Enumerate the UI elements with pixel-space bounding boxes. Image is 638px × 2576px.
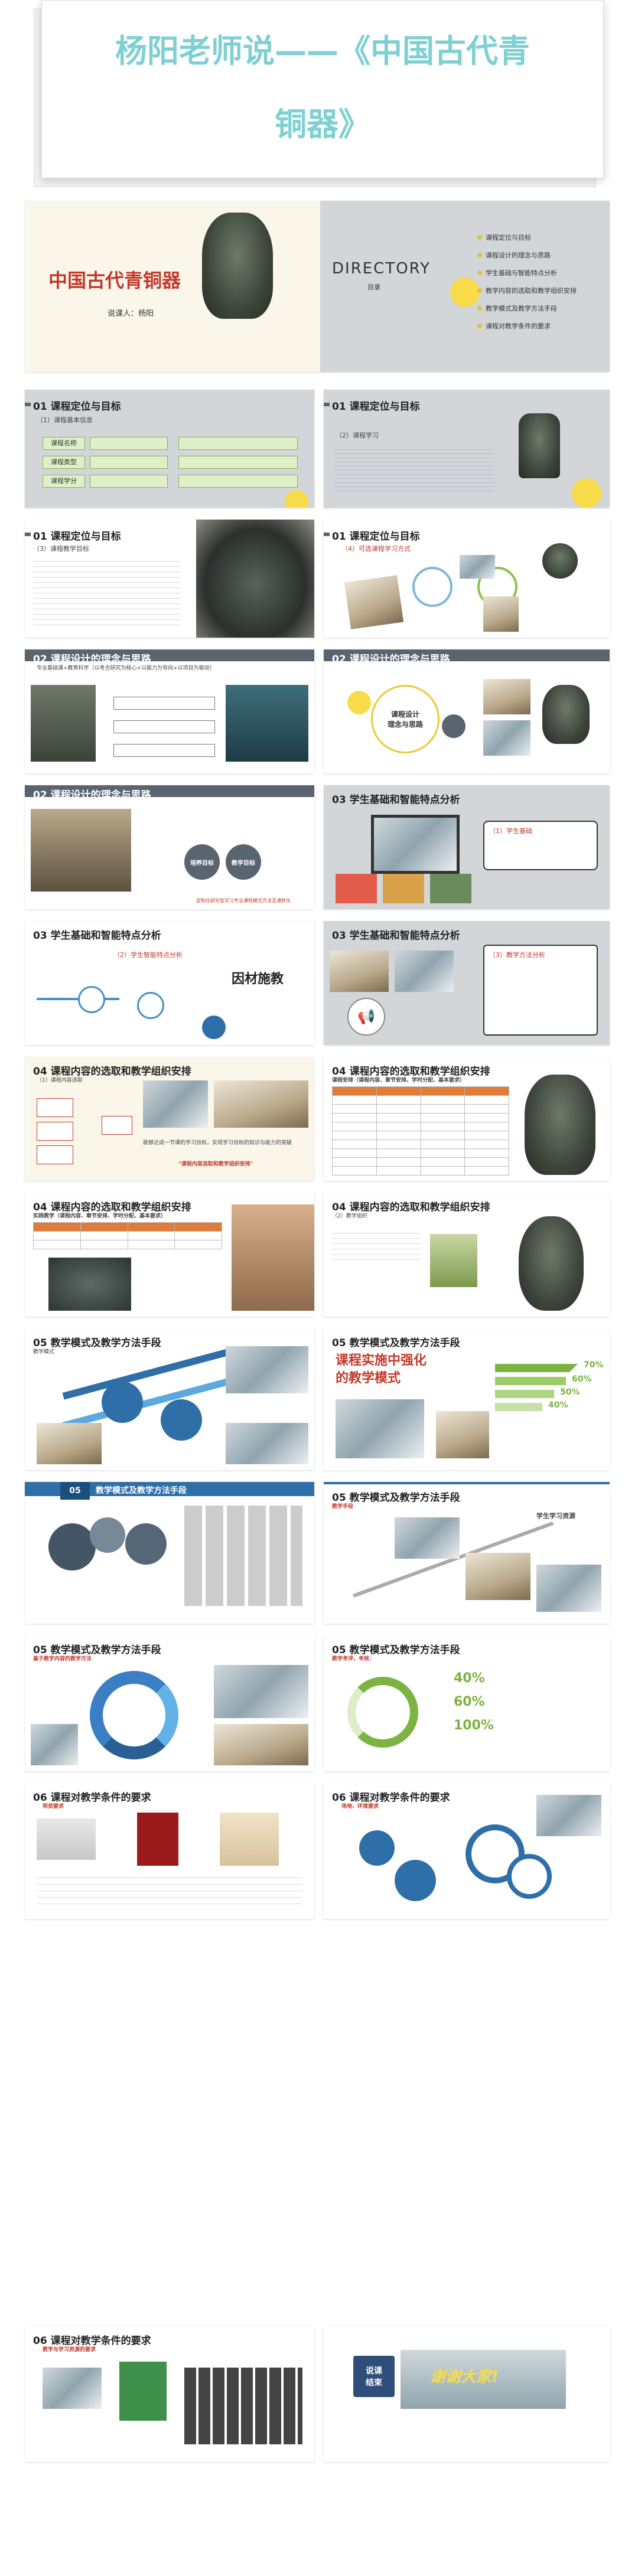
slide-03b: 03 学生基础和智能特点分析 （2）学生智能特点分析 因材施教 [25, 921, 314, 1045]
bronze-vessel-image [202, 213, 273, 319]
directory-subtitle: 目录 [367, 283, 380, 291]
assessment-ring-chart [347, 1677, 418, 1748]
course-title: 中国古代青铜器 [48, 269, 181, 292]
slide-01d: 01 课程定位与目标 （4）可选课程学习方式 [324, 520, 610, 638]
slide-06b: 06 课程对教学条件的要求 场地、环境要求 [324, 1783, 610, 1919]
red-certificate-image [137, 1813, 178, 1866]
bronze-tripod-image [226, 685, 308, 762]
cover-slide: 中国古代青铜器 说课人：杨阳 DIRECTORY 目录 课程定位与目标 课程设计… [25, 201, 610, 372]
end-badge: 说课 结束 [353, 2356, 395, 2397]
slide-06a: 06 课程对教学条件的要求 师资要求 [25, 1783, 314, 1919]
practice-table [33, 1222, 222, 1249]
slide-05d: 05 教学模式及教学方法手段 教学手段 学生学习资源 [324, 1482, 610, 1624]
main-title-line1: 杨阳老师说——《中国古代青 [115, 32, 530, 70]
slide-05b: 05 教学模式及教学方法手段 课程实施中强化 的教学模式 70% 60% 50%… [324, 1328, 610, 1470]
slide-05a: 05 教学模式及教学方法手段 教学模式 [25, 1328, 314, 1470]
directory-item-4: 教学内容的选取和教学组织安排 [486, 287, 577, 295]
bronze-ding-image [542, 685, 590, 744]
speaker: 说课人：杨阳 [108, 309, 154, 318]
title-card: 杨阳老师说——《中国古代青 铜器》 [34, 0, 604, 187]
section-heading: 01 课程定位与目标 [33, 401, 121, 413]
bronze-square-vessel-image [31, 685, 96, 762]
monitor-image [371, 815, 460, 874]
bronze-ding-small-image [48, 1258, 131, 1311]
slide-01b: 01 课程定位与目标 （2）课程学习 [324, 390, 610, 508]
slide-02a: 02 课程设计的理念与思路 专业基础课+教育科学（以考古研究为核心+以能力为导向… [25, 649, 314, 773]
bronze-bell-image [519, 413, 560, 478]
certificate-image [37, 1818, 96, 1860]
slide-04d: 04 课程内容的选取和教学组织安排 （2）教学组织 [324, 1193, 610, 1317]
directory-item-2: 课程设计的理念与思路 [486, 252, 551, 259]
classroom-photo [31, 809, 131, 892]
slide-04b: 04 课程内容的选取和教学组织安排 课程安排（课程内容、章节安排、学时分配、基本… [324, 1057, 610, 1181]
megaphone-figure: 📢 [347, 998, 385, 1036]
thanks-banner: 谢谢大家! [430, 2368, 499, 2386]
teacher-photo [143, 1080, 208, 1128]
course-schedule-table [332, 1086, 509, 1176]
slide-end: 说课 结束 谢谢大家! [324, 2326, 610, 2462]
design-center-circle: 课程设计 理念与思路 [371, 685, 440, 753]
book-cover-image [430, 1234, 477, 1287]
slide-02b: 02 课程设计的理念与思路 课程设计 理念与思路 [324, 649, 610, 773]
teach-to-aptitude: 因材施教 [232, 972, 284, 987]
slide-05c: 05 教学模式及教学方法手段 [25, 1482, 314, 1624]
slide-03c: 03 学生基础和智能特点分析 📢 （3）教学方法分析 [324, 921, 610, 1045]
slide-01c: 01 课程定位与目标 （3）课程教学目标 [25, 520, 314, 638]
main-title-line2: 铜器》 [275, 106, 370, 143]
slide-06c: 06 课程对教学条件的要求 教学与学习资源的要求 [25, 2326, 314, 2462]
slide-01a: 01 课程定位与目标 （1）课程基本信息 课程名称 课程类型 课程学分 [25, 390, 314, 508]
bronze-jar-image [196, 520, 314, 638]
books-image [344, 575, 404, 629]
slide-04a: 04 课程内容的选取和教学组织安排 （1）课程内容选取 能够达成一节课的学习目标… [25, 1057, 314, 1181]
method-cycle-diagram [90, 1671, 178, 1759]
slide-02c: 02 课程设计的理念与思路 培养目标 教学目标 定制化研究型学习专业课程模式方法… [25, 785, 314, 909]
directory-item-3: 学生基础与智能特点分析 [486, 269, 557, 277]
slide-05e: 05 教学模式及教学方法手段 基于教学内容的教学方法 [25, 1635, 314, 1771]
slide-04c: 04 课程内容的选取和教学组织安排 实践教学（课程内容、章节安排、学时分配、基本… [25, 1193, 314, 1317]
directory-title: DIRECTORY [332, 260, 431, 277]
bronze-tripod-cauldron-image [525, 1075, 595, 1175]
slide-05f: 05 教学模式及教学方法手段 教学考评，考核： 40% 60% 100% [324, 1635, 610, 1771]
slide-03a: 03 学生基础和智能特点分析 （1）学生基础 [324, 785, 610, 909]
teaching-mode-title: 课程实施中强化 的教学模式 [336, 1353, 427, 1386]
green-book-image [119, 2362, 167, 2421]
bronze-hu-vase-image [519, 1216, 584, 1311]
directory-item-5: 教学模式及教学方法手段 [486, 305, 557, 312]
directory-item-1: 课程定位与目标 [486, 234, 531, 241]
directory-item-6: 课程对教学条件的要求 [486, 322, 551, 330]
